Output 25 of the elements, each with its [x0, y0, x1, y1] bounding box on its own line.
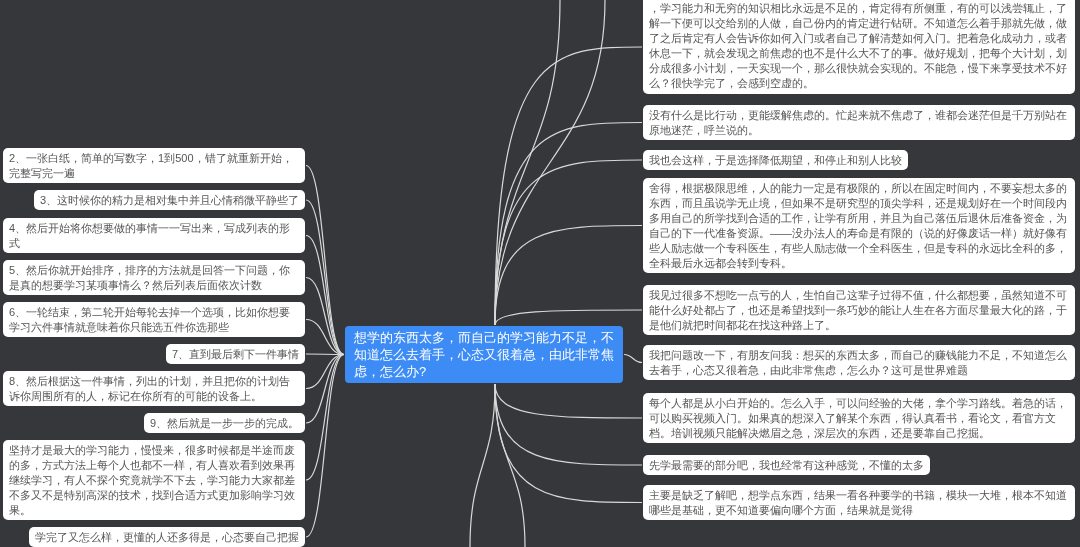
connector-line — [623, 353, 643, 364]
topic-box: ，学习能力和无穷的知识相比永远是不足的，肯定得有所侧重，有的可以浅尝辄止，了解一下便可以交给别的人做，自己份内的肯定进行钻研。不知道怎么着手那就先做，做了之后肯定有人会告诉你如何入门或者自己了解清楚如何入门。把着急化成动力，或者休息一下，就会发现之前焦虑的也不是什么大不了的事。做好规划，把每个大计划，划分成很多小计划，一天实现一个，那么很快就会实现的。不能急，慢下来享受技术不好么？很快学完了，会感到空虚的。 — [643, 0, 1075, 94]
topic-box: 4、然后开始将你想要做的事情一一写出来，写成列表的形式 — [3, 218, 305, 253]
connector-line — [305, 353, 345, 424]
topic-box: 我见过很多不想吃一点亏的人，生怕自己这辈子过得不值，什么都想要，虽然知道不可能什么好处都占了，也还是希望找到一条巧妙的能让人生在各方面尽量最大化的路，于是他们就把时间都花在找这种路上了。 — [643, 285, 1075, 335]
topic-box: 我把问题改一下，有朋友问我：想买的东西太多，而自己的赚钱能力不足，不知道怎么去着手，心态又很着急，由此非常焦虑，怎么办？这可是世界难题 — [643, 345, 1075, 380]
topic-box: 先学最需要的部分吧，我也经常有这种感觉，不懂的太多 — [643, 455, 930, 475]
topic-box: 我也会这样，于是选择降低期望，和停止和别人比较 — [643, 150, 908, 170]
central-topic-box: 想学的东西太多，而自己的学习能力不足，不知道怎么去着手，心态又很着急，由此非常焦虑，怎么办? — [345, 326, 623, 383]
connector-line — [305, 276, 345, 356]
topic-box: 7、直到最后剩下一件事情 — [165, 344, 305, 364]
topic-box: 每个人都是从小白开始的。怎么入手，可以问经验的大佬，拿个学习路线。着急的话，可以购买视频入门。如果真的想深入了解某个东西，得认真看书，看论文，看官方文档。培训视频只能解决燃眉之急，深层次的东西，还是要靠自己挖掘。 — [643, 393, 1075, 443]
topic-box: 3、这时候你的精力是相对集中并且心情稍微平静些了 — [33, 190, 305, 210]
topic-box: 8、然后根据这一件事情，列出的计划，并且把你的计划告诉你周围所有的人，标记在你所有的可能的设备上。 — [3, 371, 305, 406]
topic-box: 坚持才是最大的学习能力，慢慢来，很多时候都是半途而废的多，方式方法上每个人也都不一样，有人喜欢看到效果再继续学习，有人不探个究竟就学不下去，学习能力大家都差不多又不是特别高深的技术，找到合适方式更加影响学习效果。 — [3, 440, 305, 520]
topic-box: 舍得，根据极限思维，人的能力一定是有极限的，所以在固定时间内，不要妄想太多的东西，而且虽说学无止境，但如果不是研究型的顶尖学科，还是规划好在一个时间段内多用自己的所学找到合适的工作，让学有所用，并且为自己落伍后退休后准备资金，为自己的下一代准备资源。——没办法人的寿命是有限的（说的好像废话一样）就好像有些人励志做一个专科医生，有些人励志做一个全科医生，但是专科的永远比全科的多，全科最后永远都会转到专科。 — [643, 178, 1075, 273]
topic-box: 6、一轮结束，第二轮开始每轮去掉一个选项，比如你想要学习六件事情就意味着你只能选五件你选那些 — [3, 302, 305, 337]
topic-box: 主要是缺乏了解吧，想学点东西，结果一看各种要学的书籍，模块一大堆，根本不知道哪些是基础，更不知道要偏向哪个方面，结果就是觉得 — [643, 485, 1075, 520]
connector-line — [305, 353, 345, 538]
topic-box: 5、然后你就开始排序，排序的方法就是回答一下问题，你是真的想要学习某项事情么？然后列表后面依次计数 — [3, 260, 305, 295]
topic-box: 2、一张白纸，简单的写数字，1到500，错了就重新开始，完整写完一遍 — [3, 148, 305, 183]
connector-line — [305, 164, 345, 356]
topic-box: 9、然后就是一步一步的完成。 — [143, 413, 305, 433]
topic-box: 学完了又怎么样，更懂的人还多得是，心态要自己把握 — [29, 527, 305, 547]
topic-box: 没有什么是比行动，更能缓解焦虑的。忙起来就不焦虑了，谁都会迷茫但是千万别站在原地迷茫，呼兰说的。 — [643, 105, 1075, 140]
